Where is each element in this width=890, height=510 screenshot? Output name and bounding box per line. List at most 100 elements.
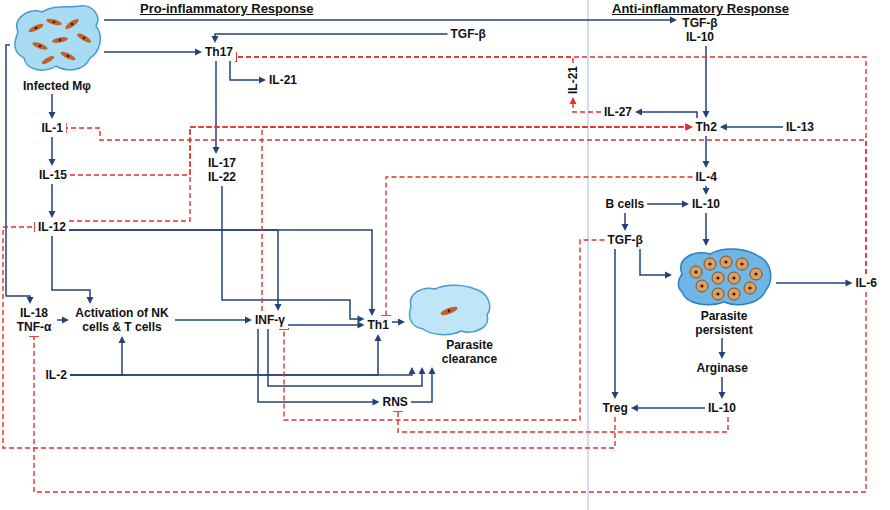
- inhibition-connector: [29, 292, 866, 492]
- activation-arrow: [230, 61, 266, 84]
- node-label: IL-1: [42, 121, 63, 135]
- connector-line: [705, 136, 707, 163]
- cytokine-node: TGF-β: [448, 25, 489, 43]
- persistent-cell: [678, 249, 770, 305]
- cytokine-node: IL-6: [853, 274, 880, 292]
- activation-arrow: [622, 213, 629, 231]
- connector-line: [69, 230, 278, 306]
- connector-line: [70, 341, 122, 375]
- cytokine-node: IL-15: [36, 166, 70, 184]
- activation-arrow: [411, 367, 436, 402]
- connector-line: [52, 236, 90, 299]
- cytokine-node: Th1: [365, 316, 392, 334]
- node-label: IL-17 IL-22: [203, 156, 241, 184]
- arrow-head: [570, 97, 577, 104]
- activation-arrow: [720, 124, 783, 131]
- arrow-head: [682, 201, 689, 208]
- arrow-head: [375, 334, 382, 341]
- arrow-head: [358, 316, 365, 323]
- activation-arrow: [268, 329, 426, 386]
- amastigote: [750, 268, 762, 280]
- cell-body: [15, 6, 100, 70]
- dashed-arrow: [69, 124, 693, 222]
- arrow-head: [720, 124, 727, 131]
- arrow-head: [622, 224, 629, 231]
- connector-line: [398, 411, 728, 432]
- arrow-head: [703, 111, 710, 118]
- cytokine-node: IL-1: [39, 119, 66, 137]
- node-label: IL-21: [269, 73, 297, 87]
- arrow-head: [119, 336, 126, 343]
- node-label: TGF-β IL-10: [680, 16, 720, 44]
- connector-line: [230, 61, 261, 80]
- connector-line: [66, 128, 866, 274]
- cytokine-node: Th17: [202, 43, 236, 61]
- activation-arrow: [212, 34, 448, 43]
- amastigote-nucleus: [694, 270, 697, 273]
- activation-arrow: [70, 367, 416, 375]
- cytokine-node: IL-10: [705, 399, 739, 417]
- arrow-head: [49, 211, 56, 218]
- arrow-head: [686, 124, 693, 131]
- connector-line: [70, 127, 688, 175]
- inhibition-connector: [236, 52, 866, 274]
- node-label: Treg: [603, 401, 628, 415]
- connector-line: [721, 377, 723, 394]
- connector-line: [236, 57, 573, 63]
- cytokine-node: IL-21: [266, 71, 300, 89]
- amastigote-nucleus: [732, 292, 735, 295]
- activation-arrow: [776, 280, 853, 287]
- activation-arrow: [69, 230, 282, 311]
- amastigote: [720, 256, 732, 268]
- amastigote: [728, 288, 740, 300]
- parasite: [46, 17, 63, 26]
- connector-line: [640, 112, 697, 118]
- connector-line: [268, 329, 422, 386]
- activation-arrow: [104, 49, 202, 56]
- activation-arrow: [258, 329, 380, 406]
- arrow-head: [612, 392, 619, 399]
- node-label: IL-18 TNF-α: [14, 306, 54, 334]
- arrow-head: [369, 309, 376, 316]
- infected-macrophage: [15, 6, 100, 70]
- activation-arrow: [647, 201, 689, 208]
- parasite: [64, 17, 80, 30]
- amastigote-nucleus: [716, 276, 719, 279]
- node-label: IL-6: [856, 276, 877, 290]
- inhibition-connector: [393, 411, 728, 432]
- cytokine-node: INF-γ: [252, 311, 288, 329]
- amastigote: [712, 272, 724, 284]
- connector-line: [51, 184, 53, 213]
- connector-line: [614, 249, 616, 394]
- parasite-nucleus: [71, 23, 74, 26]
- cell-node: Parasite persistent: [672, 246, 776, 338]
- activation-arrow: [70, 334, 382, 375]
- arrow-head: [275, 304, 282, 311]
- activation-arrow: [222, 186, 365, 323]
- connector-line: [34, 292, 866, 492]
- connector-line: [3, 227, 615, 448]
- node-label: Parasite persistent: [675, 309, 773, 337]
- cytokine-node: IL-27: [601, 103, 635, 121]
- activation-arrow: [70, 336, 126, 375]
- parasite-nucleus: [39, 45, 42, 48]
- cytokine-node: TGF-β IL-10: [677, 14, 723, 46]
- dashed-arrow: [262, 124, 693, 312]
- activation-arrow: [175, 317, 252, 324]
- amastigote: [736, 258, 748, 270]
- amastigote-nucleus: [716, 292, 719, 295]
- connector-line: [104, 19, 672, 21]
- node-label: IL-27: [604, 105, 632, 119]
- cytokine-node: Activation of NK cells & T cells: [69, 304, 175, 336]
- arrow-head: [87, 297, 94, 304]
- arrow-head: [703, 188, 710, 195]
- amastigote-nucleus: [754, 272, 757, 275]
- amastigote: [690, 266, 702, 278]
- activation-arrow: [49, 94, 56, 119]
- arrow-head: [358, 322, 365, 329]
- parasite: [440, 305, 459, 317]
- connector-line: [705, 213, 707, 241]
- connector-line: [175, 319, 247, 321]
- node-label: INF-γ: [255, 313, 285, 327]
- node-label: IL-12: [38, 220, 66, 234]
